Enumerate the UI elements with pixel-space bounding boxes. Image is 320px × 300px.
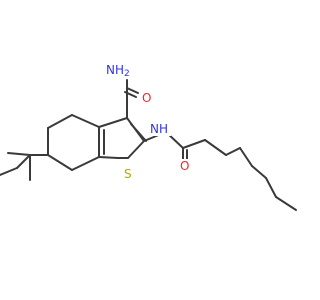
atom-label-o-amide: O xyxy=(142,91,151,105)
atom-labels: NH2 O S NH O xyxy=(104,62,190,181)
nh2-subscript: 2 xyxy=(124,69,130,79)
atom-label-nh2: NH2 xyxy=(106,63,130,79)
atom-label-s: S xyxy=(124,167,132,181)
atom-label-o-acyl: O xyxy=(180,159,189,173)
atom-label-nh: NH xyxy=(150,122,168,136)
molecule-structure: NH2 O S NH O xyxy=(0,62,297,211)
nh2-text: NH xyxy=(106,63,124,77)
